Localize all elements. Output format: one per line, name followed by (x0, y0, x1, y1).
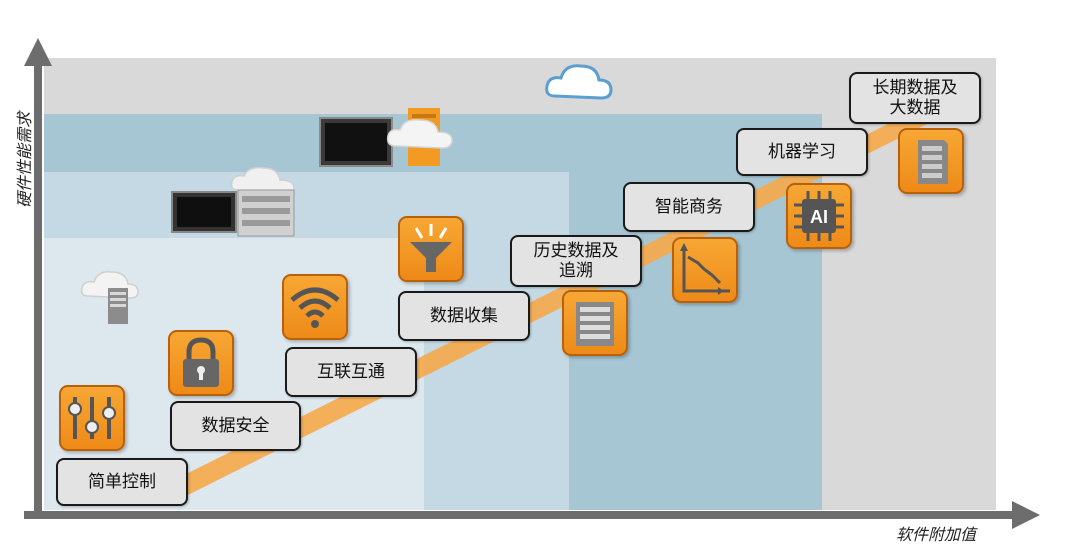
sliders-icon (59, 385, 125, 451)
step-simple-control: 简单控制 (56, 458, 188, 506)
wifi-icon (282, 274, 348, 340)
svg-text:AI: AI (810, 207, 828, 227)
step-big-data: 长期数据及 大数据 (849, 72, 981, 124)
y-axis-arrow-icon (24, 38, 52, 66)
list-icon (562, 290, 628, 356)
x-axis-label: 软件附加值 (896, 525, 977, 544)
step-machine-learning: 机器学习 (736, 128, 868, 176)
x-axis-arrow-icon (1012, 501, 1040, 529)
cloud-icon (545, 64, 613, 100)
funnel-icon (398, 216, 464, 282)
server-icon (898, 128, 964, 194)
step-history-traceability: 历史数据及 追溯 (510, 235, 642, 287)
cloud-server-icon (80, 270, 139, 324)
panel-rack-icon (171, 166, 295, 237)
ai-chip-icon: AI (786, 183, 852, 249)
trend-chart-icon (672, 237, 738, 303)
panel-cloud-rack-icon (319, 108, 453, 167)
step-connectivity: 互联互通 (285, 347, 417, 397)
padlock-icon (168, 330, 234, 396)
step-business-intelligence: 智能商务 (623, 182, 755, 232)
step-data-security: 数据安全 (170, 401, 301, 451)
step-data-collection: 数据收集 (398, 291, 530, 341)
